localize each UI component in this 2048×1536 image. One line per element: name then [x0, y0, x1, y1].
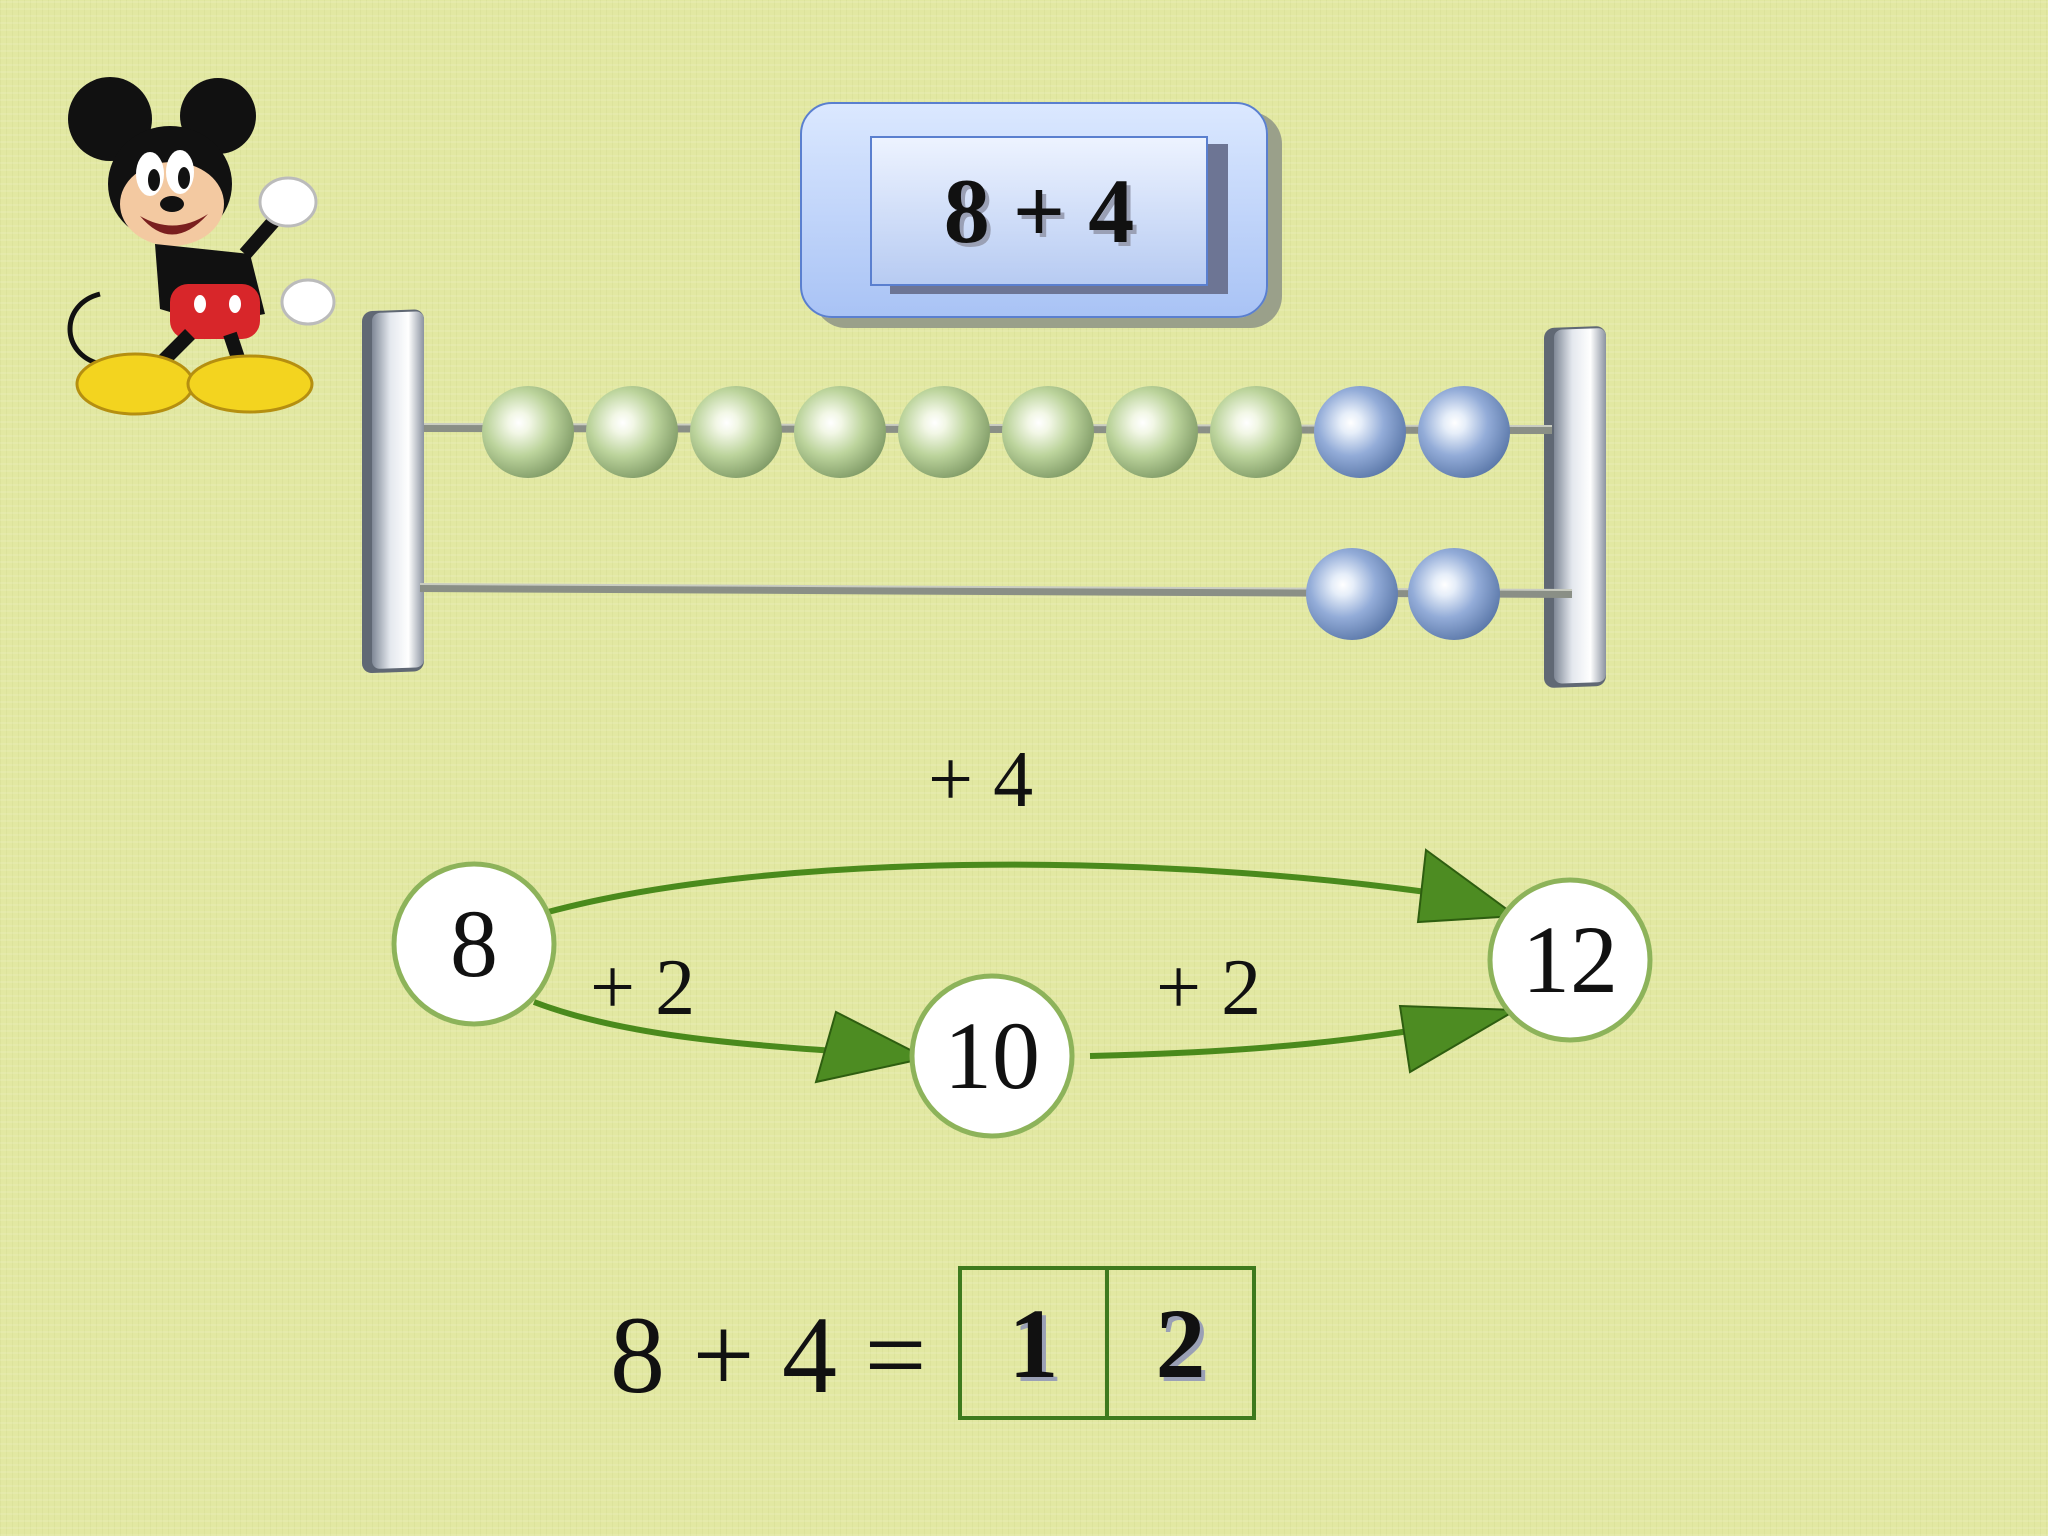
answer-box: 1 2 [958, 1266, 1256, 1420]
arrow-head-second [1398, 1004, 1520, 1074]
arrow-first [532, 999, 853, 1055]
blue-bead [1418, 386, 1510, 478]
green-bead [898, 386, 990, 478]
abacus-bottom-row [1306, 548, 1500, 640]
node-middle-label: 10 [944, 1002, 1040, 1109]
expression-card-inner: 8 + 4 [870, 136, 1208, 286]
cartoon-mouse-icon [67, 77, 336, 416]
node-middle [909, 973, 1075, 1139]
abacus-top-row [482, 386, 1510, 478]
green-bead [1002, 386, 1094, 478]
node-end-label: 12 [1522, 906, 1618, 1013]
green-bead [1106, 386, 1198, 478]
arrow-head-first [814, 1010, 929, 1084]
green-bead [586, 386, 678, 478]
node-start [391, 861, 557, 1027]
total-step-label: + 4 [928, 736, 1034, 824]
node-start-label: 8 [450, 890, 498, 997]
green-bead [794, 386, 886, 478]
answer-digit-tens: 1 [1008, 1287, 1059, 1399]
blue-bead [1408, 548, 1500, 640]
blue-bead [1306, 548, 1398, 640]
equation-left-side: 8 + 4 = [610, 1294, 927, 1416]
expression-title: 8 + 4 [943, 160, 1135, 262]
arrow-head-total [1416, 848, 1519, 924]
arrow-heads [814, 848, 1520, 1084]
node-end [1487, 877, 1653, 1043]
second-step-label: + 2 [1156, 944, 1262, 1032]
diagram-nodes [391, 861, 1653, 1139]
blue-bead [1314, 386, 1406, 478]
green-bead [1210, 386, 1302, 478]
arrow-total [547, 861, 1481, 915]
green-bead [690, 386, 782, 478]
answer-digit-ones: 2 [1105, 1270, 1252, 1416]
green-bead [482, 386, 574, 478]
expression-card: 8 + 4 [800, 102, 1268, 318]
first-step-label: + 2 [590, 944, 696, 1032]
abacus-frame [362, 309, 1606, 688]
